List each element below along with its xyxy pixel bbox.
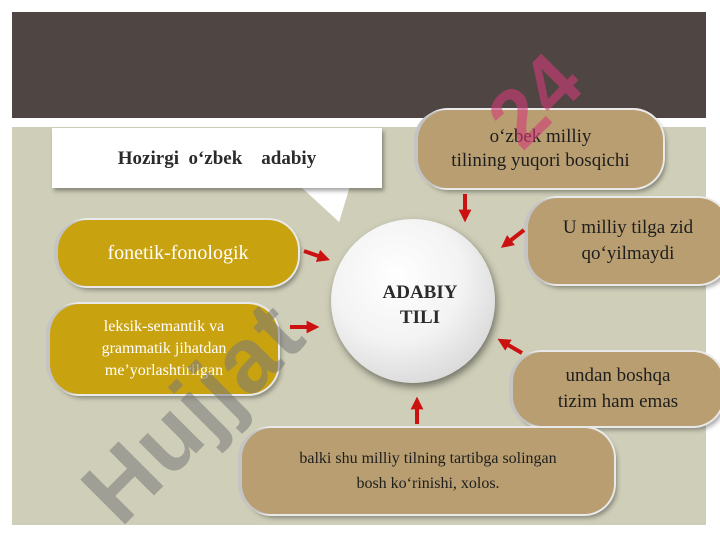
arrow-from-boshqa: [497, 338, 524, 355]
node-milliy-label: o‘zbek milliy tilining yuqori bosqichi: [451, 126, 630, 171]
node-fonetik-fonologik: fonetik-fonologik: [58, 220, 298, 286]
center-label: ADABIY TILI: [382, 282, 458, 328]
node-leksik-label: leksik-semantik va grammatik jihatdan me…: [101, 318, 227, 379]
callout-box: Hozirgi o‘zbek adabiy: [52, 128, 382, 188]
node-milliy-tilga-zid: U milliy tilga zid qo‘yilmaydi: [528, 198, 720, 284]
node-boshqa-tizim: undan boshqa tizim ham emas: [513, 352, 720, 426]
node-balki-milliy: balki shu milliy tilning tartibga soling…: [242, 428, 614, 514]
title-band: [12, 12, 706, 118]
arrow-from-fonetik: [303, 249, 331, 262]
node-boshqa-label: undan boshqa tizim ham emas: [557, 365, 679, 412]
node-milliy-tilning: o‘zbek milliy tilining yuqori bosqichi: [418, 110, 663, 188]
arrow-from-zid: [500, 228, 526, 248]
callout-text: Hozirgi o‘zbek adabiy: [117, 148, 317, 169]
node-balki-label: balki shu milliy tilning tartibga soling…: [299, 450, 557, 492]
node-zid-label: U milliy tilga zid qo‘yilmaydi: [562, 217, 694, 264]
node-leksik-semantik: leksik-semantik va grammatik jihatdan me…: [50, 304, 278, 394]
center-circle: [331, 219, 495, 383]
node-fonetik-label: fonetik-fonologik: [107, 241, 249, 264]
